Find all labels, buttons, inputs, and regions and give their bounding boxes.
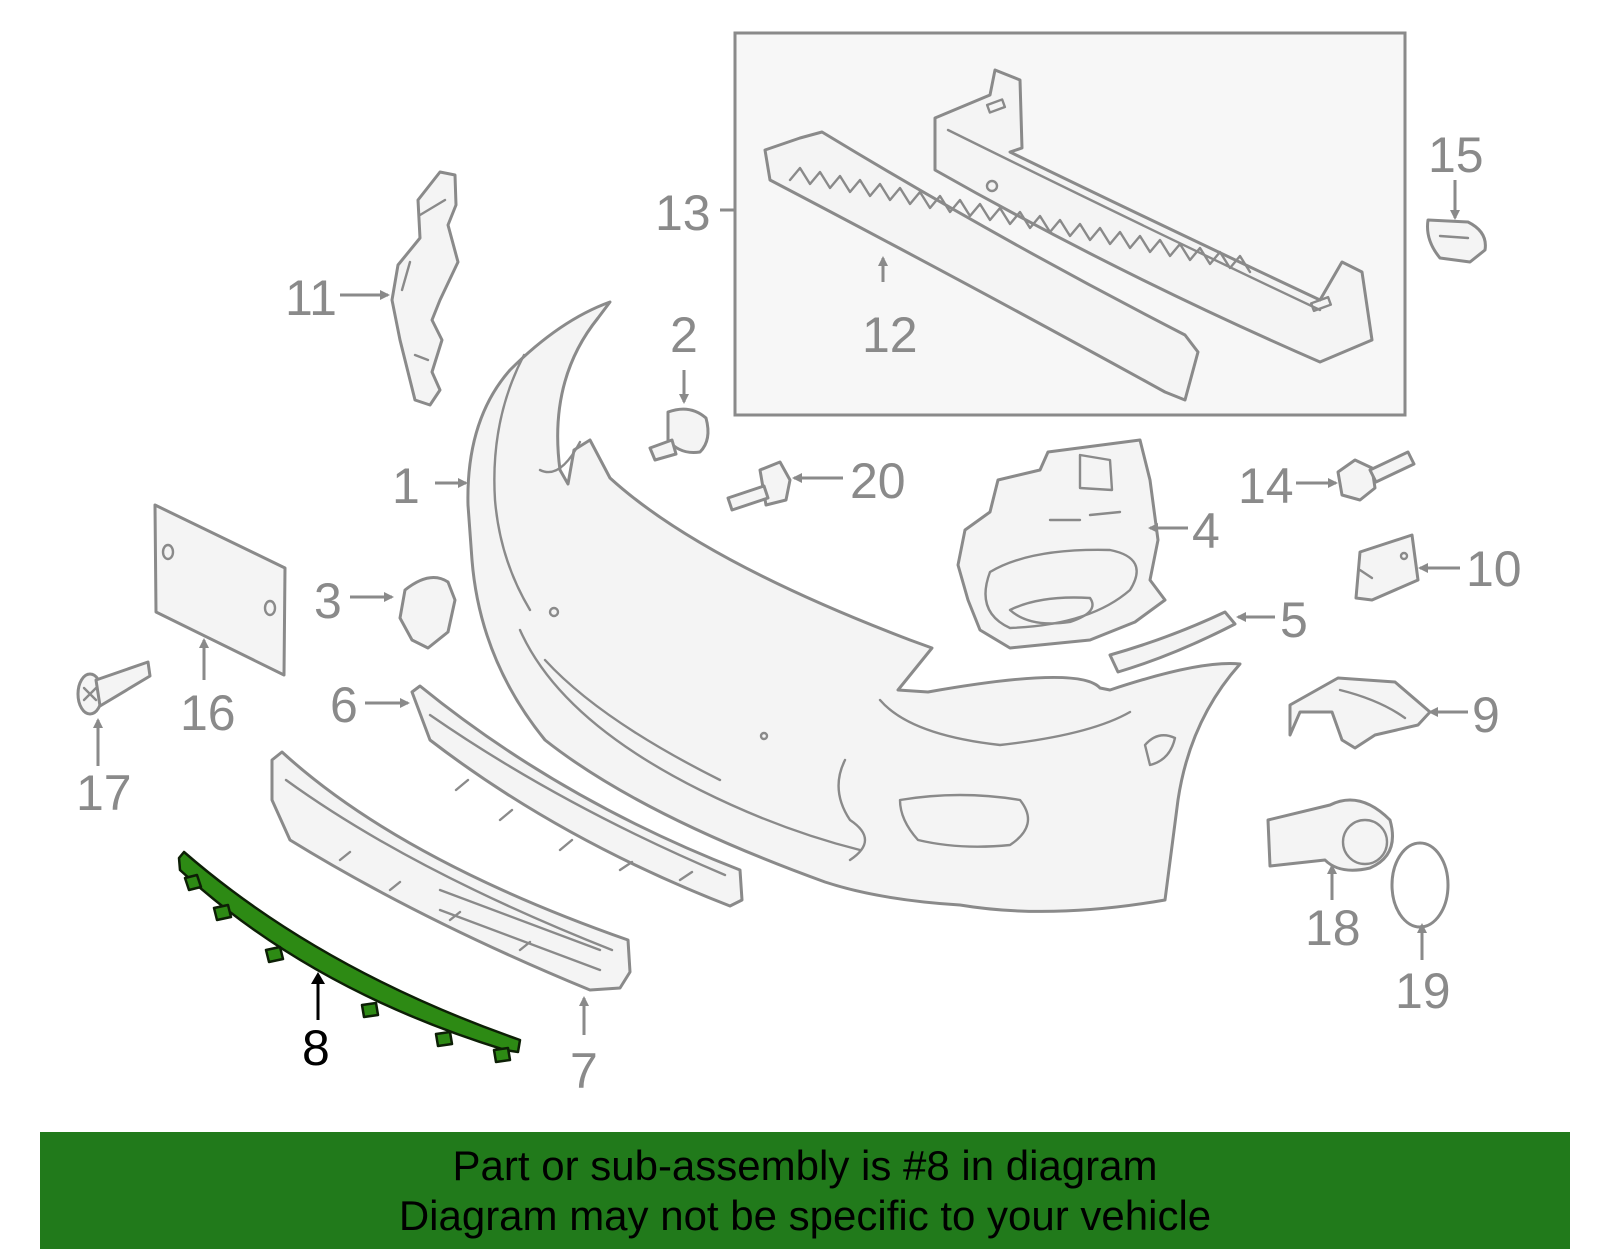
callout-15[interactable]: 15	[1428, 127, 1484, 183]
callout-17[interactable]: 17	[76, 765, 132, 821]
part-4-bracket[interactable]	[956, 438, 1167, 650]
callout-11[interactable]: 11	[285, 270, 337, 326]
callout-19[interactable]: 19	[1395, 963, 1451, 1019]
callout-16[interactable]: 16	[180, 685, 236, 741]
part-6-upper-grille[interactable]	[410, 684, 744, 908]
callout-10[interactable]: 10	[1466, 541, 1522, 597]
part-5-trim-strip[interactable]	[1108, 610, 1237, 674]
part-16-license-plate-bracket[interactable]	[153, 503, 287, 677]
callout-5[interactable]: 5	[1280, 592, 1308, 648]
part-20-bolt[interactable]	[726, 460, 792, 512]
banner-line-1: Part or sub-assembly is #8 in diagram	[452, 1141, 1158, 1189]
part-3-tow-hook-cap[interactable]	[398, 576, 457, 650]
part-10-cover-plate[interactable]	[1354, 533, 1420, 602]
part-15-clip[interactable]	[1426, 218, 1487, 264]
callout-8-selected[interactable]: 8	[302, 1020, 330, 1076]
callout-3[interactable]: 3	[314, 573, 342, 629]
part-8-lower-trim-strip[interactable]	[177, 850, 522, 1064]
callout-18[interactable]: 18	[1305, 900, 1361, 956]
part-9-sensor-bracket[interactable]	[1288, 676, 1432, 750]
callout-13[interactable]: 13	[655, 185, 711, 241]
part-1-bumper-cover[interactable]	[466, 300, 1242, 913]
part-7-lower-grille[interactable]	[270, 750, 632, 992]
callout-14[interactable]: 14	[1238, 458, 1294, 514]
part-19-seal-ring[interactable]	[1390, 841, 1450, 929]
part-18-parking-sensor[interactable]	[1266, 798, 1394, 872]
part-12-energy-absorber[interactable]	[763, 130, 1252, 402]
callout-1[interactable]: 1	[392, 458, 420, 514]
callout-9[interactable]: 9	[1472, 687, 1500, 743]
part-11-side-bracket[interactable]	[390, 170, 460, 407]
callout-20[interactable]: 20	[850, 453, 906, 509]
callout-7[interactable]: 7	[570, 1043, 598, 1099]
part-2-push-pin[interactable]	[648, 407, 710, 462]
part-13-reinforcement-bar[interactable]	[933, 68, 1374, 364]
leader-8-head	[311, 972, 325, 984]
part-14-bolt[interactable]	[1336, 450, 1416, 502]
callout-4[interactable]: 4	[1192, 503, 1220, 559]
callout-2[interactable]: 2	[670, 307, 698, 363]
info-banner: Part or sub-assembly is #8 in diagram Di…	[40, 1132, 1570, 1249]
part-17-screw[interactable]	[76, 660, 152, 716]
callout-12[interactable]: 12	[862, 307, 918, 363]
callout-6[interactable]: 6	[330, 677, 358, 733]
banner-line-2: Diagram may not be specific to your vehi…	[398, 1191, 1212, 1239]
